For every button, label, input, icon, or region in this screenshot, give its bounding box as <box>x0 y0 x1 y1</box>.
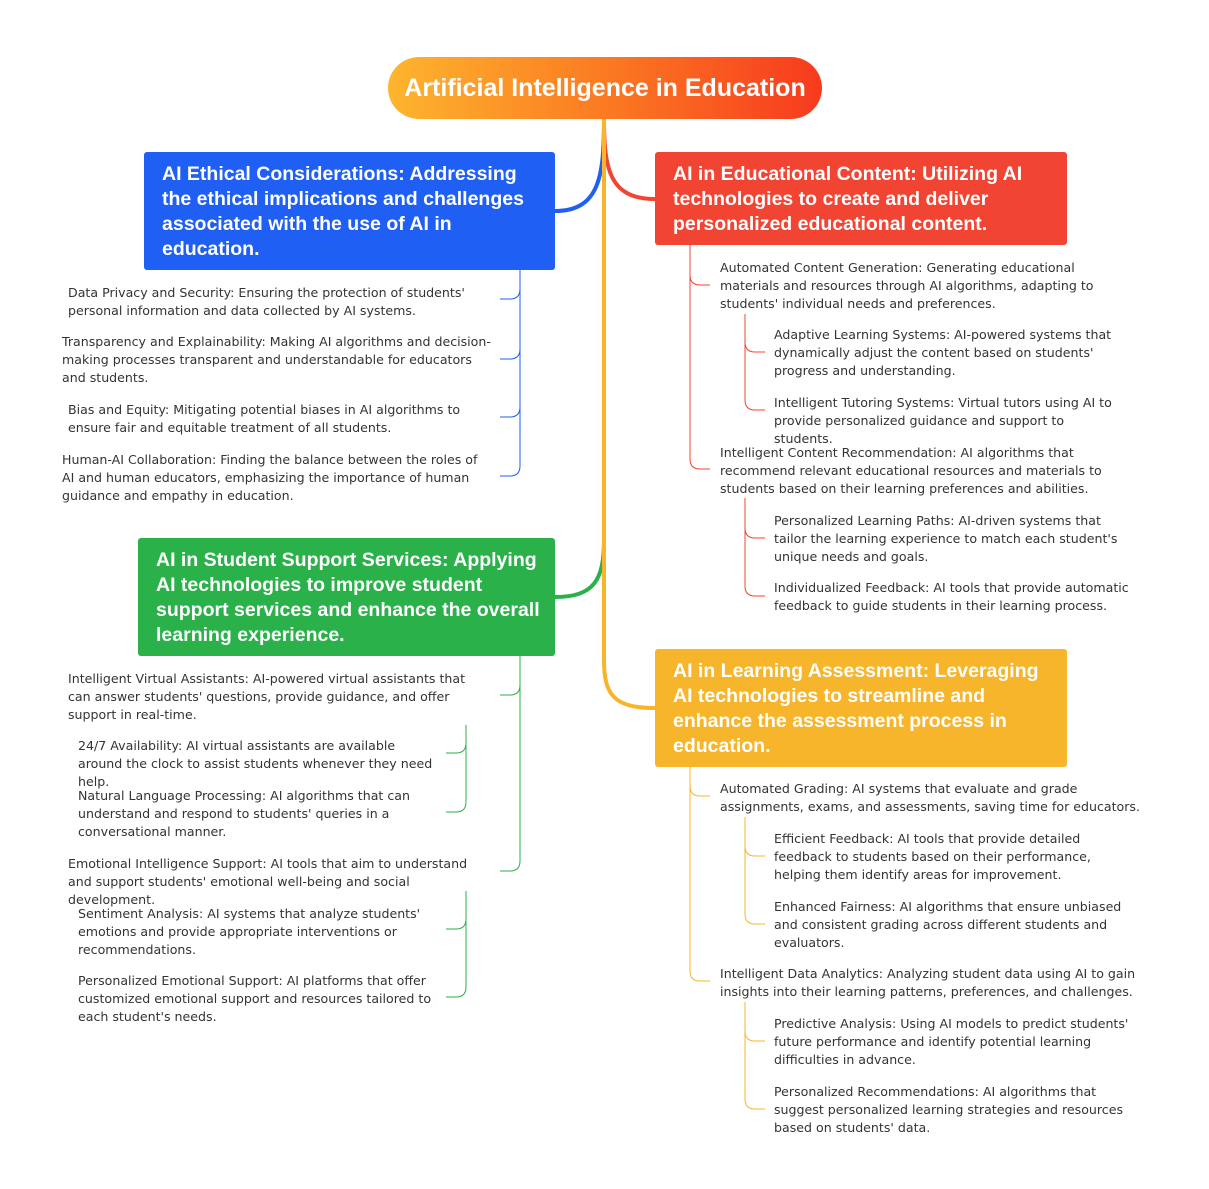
ethical-item-bias-equity[interactable]: Bias and Equity: Mitigating potential bi… <box>68 402 461 435</box>
content-item-content-recommendation[interactable]: Intelligent Content Recommendation: AI a… <box>720 445 1102 496</box>
assessment-leaf-lines <box>689 767 765 1110</box>
content-leaf-lines <box>689 245 765 597</box>
content-subitem-adaptive-learning[interactable]: Adaptive Learning Systems: AI-powered sy… <box>774 327 1112 378</box>
support-subitem-nlp[interactable]: Natural Language Processing: AI algorith… <box>78 788 410 839</box>
root-topic[interactable]: Artificial Intelligence in Education <box>388 57 822 119</box>
assessment-subitem-enhanced-fairness[interactable]: Enhanced Fairness: AI algorithms that en… <box>774 899 1122 950</box>
support-subitem-sentiment-analysis[interactable]: Sentiment Analysis: AI systems that anal… <box>78 906 421 957</box>
branch-educational-content[interactable]: AI in Educational Content: Utilizing AI … <box>655 152 1067 245</box>
ethical-item-human-ai[interactable]: Human-AI Collaboration: Finding the bala… <box>62 452 478 503</box>
branch-ethical-considerations[interactable]: AI Ethical Considerations: Addressing th… <box>144 152 555 270</box>
support-item-emotional-intelligence[interactable]: Emotional Intelligence Support: AI tools… <box>68 856 468 907</box>
connector-root-content <box>602 118 656 201</box>
connector-root-ethical <box>554 118 606 213</box>
content-subitem-individualized-feedback[interactable]: Individualized Feedback: AI tools that p… <box>774 580 1129 613</box>
branch-student-support[interactable]: AI in Student Support Services: Applying… <box>138 538 555 656</box>
assessment-subitem-personalized-recommendations[interactable]: Personalized Recommendations: AI algorit… <box>774 1084 1124 1135</box>
ethical-item-transparency[interactable]: Transparency and Explainability: Making … <box>62 334 491 385</box>
content-subitem-learning-paths[interactable]: Personalized Learning Paths: AI-driven s… <box>774 513 1118 564</box>
assessment-item-automated-grading[interactable]: Automated Grading: AI systems that evalu… <box>720 781 1140 814</box>
support-subitem-availability[interactable]: 24/7 Availability: AI virtual assistants… <box>78 738 433 789</box>
ethical-item-data-privacy[interactable]: Data Privacy and Security: Ensuring the … <box>68 285 465 318</box>
connector-root-support <box>554 119 606 599</box>
content-item-automated-generation[interactable]: Automated Content Generation: Generating… <box>720 260 1094 311</box>
support-leaf-lines <box>446 656 521 998</box>
support-item-virtual-assistants[interactable]: Intelligent Virtual Assistants: AI-power… <box>68 671 466 722</box>
content-subitem-intelligent-tutoring[interactable]: Intelligent Tutoring Systems: Virtual tu… <box>774 395 1112 446</box>
assessment-subitem-efficient-feedback[interactable]: Efficient Feedback: AI tools that provid… <box>774 831 1091 882</box>
support-subitem-emotional-support[interactable]: Personalized Emotional Support: AI platf… <box>78 973 432 1024</box>
ethical-leaf-lines <box>500 270 521 477</box>
assessment-item-data-analytics[interactable]: Intelligent Data Analytics: Analyzing st… <box>720 966 1136 999</box>
branch-learning-assessment[interactable]: AI in Learning Assessment: Leveraging AI… <box>655 649 1067 767</box>
assessment-subitem-predictive-analysis[interactable]: Predictive Analysis: Using AI models to … <box>774 1016 1129 1067</box>
connector-root-assessment <box>602 119 656 710</box>
